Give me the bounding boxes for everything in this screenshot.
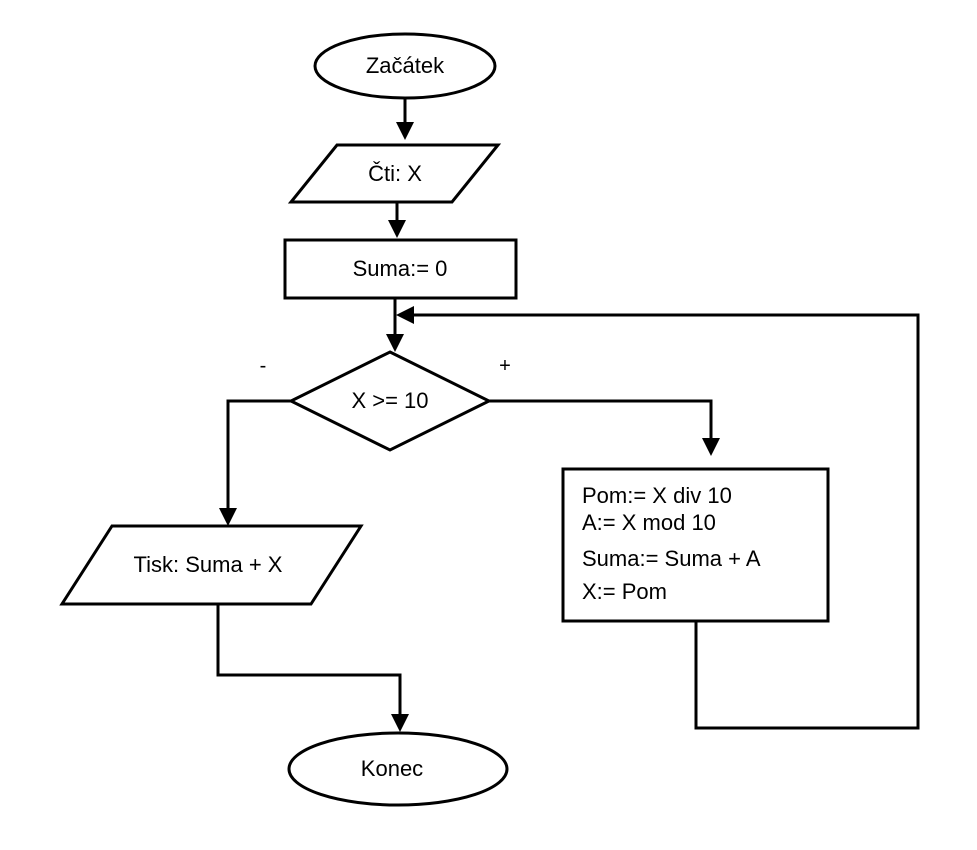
- arrow-decision-to-process: [489, 399, 720, 456]
- arrow-start-to-input: [396, 98, 414, 140]
- decision-node: X >= 10: [287, 350, 493, 452]
- process-line-2: A:= X mod 10: [582, 510, 716, 535]
- end-node: Konec: [287, 731, 509, 807]
- arrow-input-to-init: [388, 202, 406, 238]
- decision-label: X >= 10: [351, 388, 428, 413]
- branch-yes-label: +: [499, 355, 511, 377]
- arrow-output-to-end: [216, 604, 409, 732]
- start-label: Začátek: [366, 53, 445, 78]
- arrow-init-to-decision: [386, 298, 404, 352]
- start-node: Začátek: [313, 32, 497, 100]
- branch-no-label: -: [260, 355, 267, 377]
- output-node: Tisk: Suma + X: [59, 524, 364, 606]
- arrow-loop-back: [396, 306, 920, 730]
- arrow-decision-to-output: [219, 399, 291, 526]
- process-line-4: X:= Pom: [582, 579, 667, 604]
- process-line-1: Pom:= X div 10: [582, 483, 732, 508]
- output-label: Tisk: Suma + X: [134, 552, 283, 577]
- input-node: Čti: X: [287, 143, 502, 204]
- init-label: Suma:= 0: [353, 256, 448, 281]
- process-line-3: Suma:= Suma + A: [582, 546, 761, 571]
- end-label: Konec: [361, 756, 423, 781]
- init-node: Suma:= 0: [283, 238, 518, 300]
- input-label: Čti: X: [368, 161, 422, 186]
- process-node: Pom:= X div 10 A:= X mod 10 Suma:= Suma …: [561, 467, 830, 623]
